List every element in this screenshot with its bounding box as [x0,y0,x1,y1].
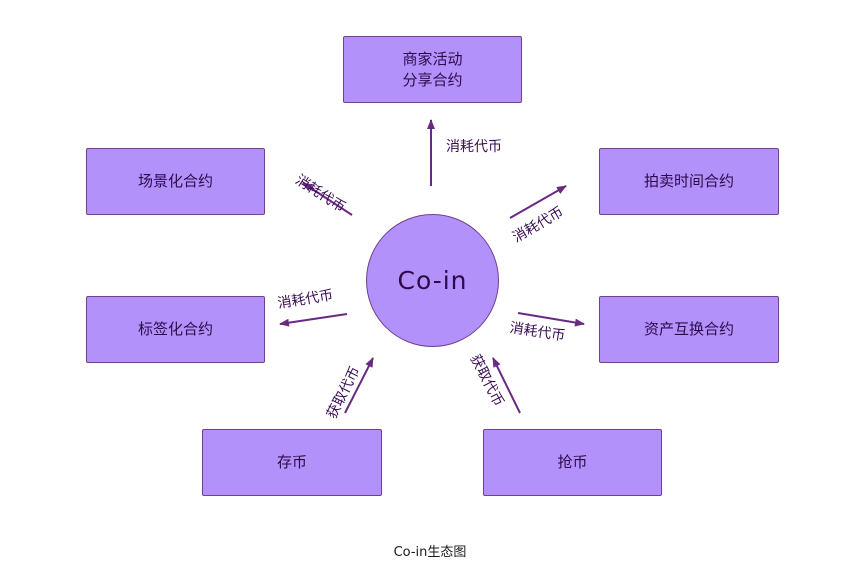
node-scenario-contract: 场景化合约 [86,148,265,215]
node-mid-right-label: 资产互换合约 [643,320,734,338]
edge-label-to-top: 消耗代币 [446,139,502,155]
node-bottom-right-label: 抢币 [557,453,588,471]
center-node-label: Co-in [397,266,468,295]
node-tag-contract: 标签化合约 [86,296,265,363]
node-top-right-label: 拍卖时间合约 [643,172,734,190]
arrow-from-bottom-right [492,357,521,414]
node-bottom-left-label: 存币 [276,453,307,471]
diagram-caption: Co-in生态图 [393,545,467,560]
node-mid-left-label: 标签化合约 [137,320,213,338]
arrow-to-mid-left [279,313,348,327]
node-top-left-label: 场景化合约 [137,172,213,190]
node-auction-time-contract: 拍卖时间合约 [599,148,779,215]
node-asset-swap-contract: 资产互换合约 [599,296,779,363]
arrow-to-mid-right [517,312,585,327]
arrow-to-top-left [302,182,353,216]
arrow-from-bottom-left [344,357,374,414]
node-top-line2: 分享合约 [402,70,463,89]
node-grab-coin: 抢币 [483,429,662,496]
node-top-line1: 商家活动 [402,49,463,68]
node-deposit-coin: 存币 [202,429,382,496]
center-node-coin: Co-in [366,214,499,347]
arrow-to-top-right [509,185,567,219]
node-merchant-activity-share-contract: 商家活动 分享合约 [343,36,522,103]
